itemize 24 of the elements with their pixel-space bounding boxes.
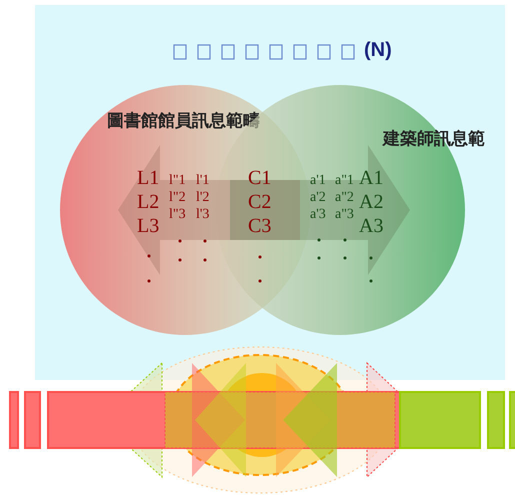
variable-label: A2 [359,192,384,212]
circle-heading: 圖書館館員訊息範疇 [107,112,260,131]
variable-label: A1 [359,168,384,188]
variable-label: l"2 [169,191,186,205]
block-arrow [230,145,410,275]
variable-label: l'3 [196,208,210,222]
variable-label: L2 [137,192,160,212]
variable-label: a"3 [335,208,354,222]
variable-label: l"1 [169,174,186,188]
variable-label: a'1 [310,174,326,188]
variable-label: L3 [137,216,160,236]
variable-label: l"3 [169,208,186,222]
variable-label: L1 [137,168,160,188]
variable-label: l'2 [196,191,210,205]
variable-label: C1 [248,168,272,188]
variable-label: C3 [248,216,272,236]
variable-label: l'1 [196,174,210,188]
title: (N) [364,40,392,60]
variable-label: a"2 [335,191,354,205]
variable-label: a"1 [335,174,354,188]
variable-label: a'3 [310,208,326,222]
variable-label: a'2 [310,191,326,205]
variable-label: C2 [248,192,272,212]
variable-label: A3 [359,216,384,236]
